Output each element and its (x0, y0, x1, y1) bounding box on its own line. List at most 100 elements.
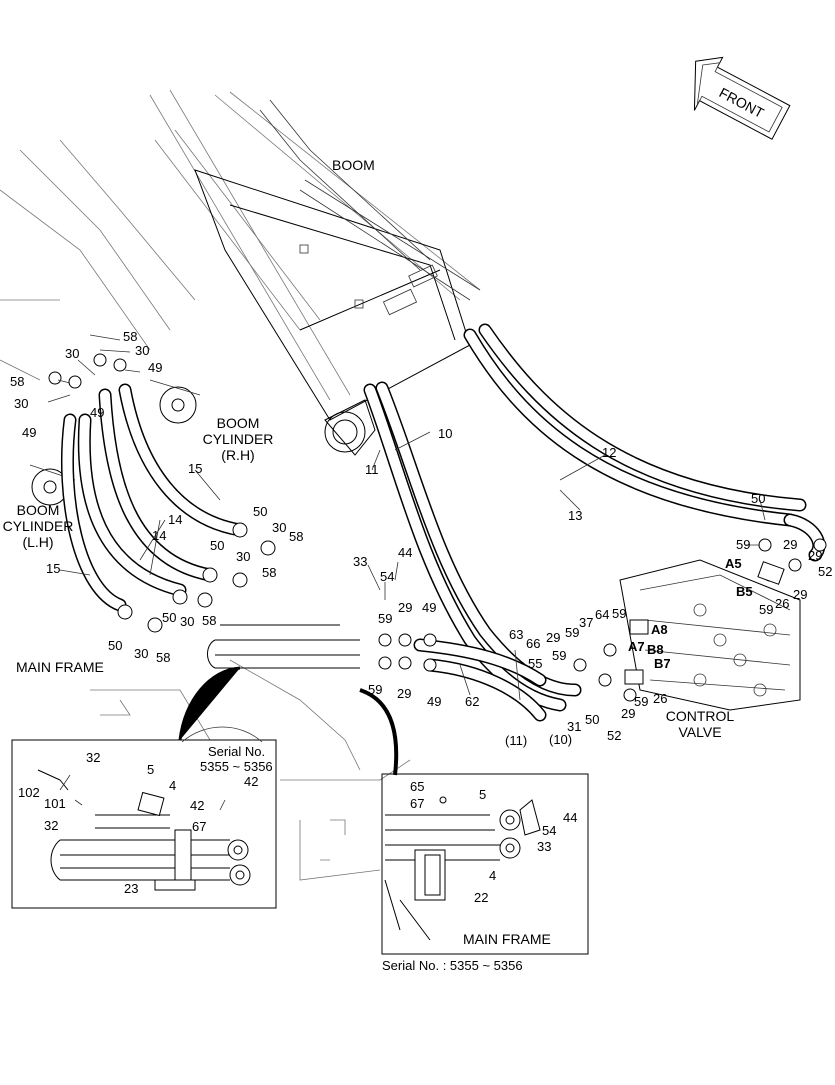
part-label: 50 (585, 712, 599, 727)
part-label: 29 (546, 630, 560, 645)
hose-label: 11 (365, 462, 379, 477)
port-a7: A7 (628, 639, 645, 654)
hose-label: 12 (602, 445, 616, 460)
hoses (61, 323, 826, 722)
leader-lines (47, 334, 766, 811)
part-label: 59 (378, 611, 392, 626)
part-label: 49 (422, 600, 436, 615)
port-a8: A8 (651, 622, 668, 637)
boom-cyl-lh-line2: CYLINDER (3, 518, 74, 534)
part-label: 30 (134, 646, 148, 661)
hose-label: 15 (46, 561, 60, 576)
part-label: 59 (552, 648, 566, 663)
boom-cyl-rh-line2: CYLINDER (203, 431, 274, 447)
part-label: 37 (579, 615, 593, 630)
boom-cyl-rh-line1: BOOM (217, 415, 260, 431)
control-valve-line1: CONTROL (666, 708, 735, 724)
part-label: 65 (410, 779, 424, 794)
part-label: 22 (474, 890, 488, 905)
part-label: 59 (634, 694, 648, 709)
part-label: (10) (549, 732, 572, 747)
hose-label: 14 (152, 528, 166, 543)
part-label: 30 (14, 396, 28, 411)
part-label: 58 (202, 613, 216, 628)
part-label: (11) (505, 733, 527, 748)
part-label: 29 (793, 587, 807, 602)
inset-left-pointer (178, 666, 241, 741)
hose-label: 13 (568, 508, 582, 523)
part-label: 30 (135, 343, 149, 358)
part-label: 32 (86, 750, 100, 765)
part-label: 44 (398, 545, 412, 560)
part-label: 102 (18, 785, 40, 800)
boom-label: BOOM (332, 157, 375, 173)
inset-right (381, 773, 589, 955)
part-label: 58 (156, 650, 170, 665)
part-label: 26 (653, 691, 667, 706)
part-label: 50 (108, 638, 122, 653)
part-label: 58 (262, 565, 276, 580)
part-label: 49 (90, 405, 104, 420)
part-label: 67 (192, 819, 206, 834)
part-label: 59 (612, 606, 626, 621)
boom-cyl-lh-line1: BOOM (17, 502, 60, 518)
part-label: 44 (563, 810, 577, 825)
part-label: 50 (162, 610, 176, 625)
inset-left (11, 726, 277, 909)
hose-label: 15 (188, 461, 202, 476)
part-label: 30 (65, 346, 79, 361)
part-label: 29 (621, 706, 635, 721)
part-label: 33 (353, 554, 367, 569)
part-label: 49 (427, 694, 441, 709)
part-label: 31 (567, 719, 581, 734)
part-label: 29 (808, 548, 822, 563)
part-label: 42 (244, 774, 258, 789)
part-label: 50 (253, 504, 267, 519)
text-labels: BOOM BOOM CYLINDER (R.H) BOOM CYLINDER (… (3, 157, 833, 973)
part-label: 5 (479, 787, 486, 802)
part-label: 33 (537, 839, 551, 854)
boom-cyl-lh-line3: (L.H) (22, 534, 53, 550)
part-label: 59 (736, 537, 750, 552)
part-label: 54 (542, 823, 556, 838)
port-b5: B5 (736, 584, 753, 599)
port-b8: B8 (647, 642, 664, 657)
part-label: 54 (380, 569, 394, 584)
port-a5: A5 (725, 556, 742, 571)
boom-structure (0, 89, 481, 881)
part-label: 52 (818, 564, 832, 579)
part-label: 29 (783, 537, 797, 552)
serial-note-left-line2: 5355 ~ 5356 (200, 759, 273, 774)
part-label: 55 (528, 656, 542, 671)
boom-cyl-rh-line3: (R.H) (221, 447, 254, 463)
part-label: 5 (147, 762, 154, 777)
part-label: 52 (607, 728, 621, 743)
part-label: 30 (236, 549, 250, 564)
part-label: 49 (148, 360, 162, 375)
part-label: 32 (44, 818, 58, 833)
part-label: 67 (410, 796, 424, 811)
part-label: 30 (180, 614, 194, 629)
part-label: 63 (509, 627, 523, 642)
part-label: 59 (759, 602, 773, 617)
part-label: 64 (595, 607, 609, 622)
control-valve-line2: VALVE (678, 724, 721, 740)
hose-label: 14 (168, 512, 182, 527)
front-arrow: FRONT (693, 56, 791, 140)
part-label: 59 (565, 625, 579, 640)
part-label: 58 (289, 529, 303, 544)
part-label: 58 (123, 329, 137, 344)
part-label: 29 (398, 600, 412, 615)
port-b7: B7 (654, 656, 671, 671)
serial-note-left-line1: Serial No. (208, 744, 265, 759)
part-label: 50 (751, 491, 765, 506)
part-label: 23 (124, 881, 138, 896)
part-label: 42 (190, 798, 204, 813)
part-label: 26 (775, 596, 789, 611)
inset-right-pointer (359, 688, 399, 776)
part-label: 4 (489, 868, 496, 883)
part-label: 58 (10, 374, 24, 389)
part-label: 4 (169, 778, 176, 793)
